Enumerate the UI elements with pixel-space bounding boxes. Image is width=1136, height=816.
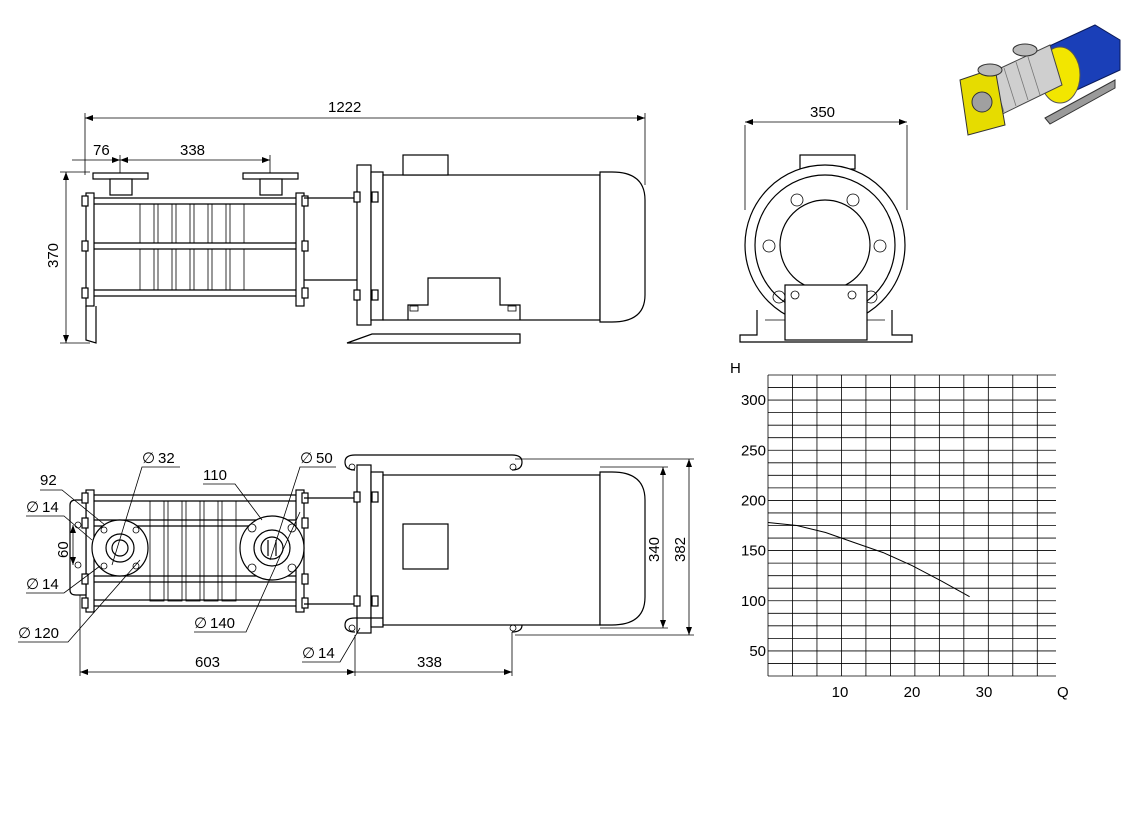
chart-series: [767, 522, 970, 598]
dim-front-width: 350: [810, 104, 835, 121]
dim-flange-dia-1: 120: [34, 625, 59, 642]
diameter-symbol-6: ∅: [194, 615, 207, 632]
dim-motor-base: 338: [417, 654, 442, 671]
chart-y-tick-label: 50: [749, 643, 766, 660]
chart-x-label: Q: [1057, 684, 1069, 701]
chart-y-tick-label: 250: [741, 442, 766, 459]
chart-y-label: H: [730, 360, 741, 377]
dim-bolt-hole-3: 14: [318, 645, 335, 662]
dim-bolt-hole-2: 14: [42, 576, 59, 593]
chart-x-tick-label: 30: [976, 684, 993, 701]
chart-y-tick-label: 150: [741, 543, 766, 560]
dim-flange-offset: 76: [93, 142, 110, 159]
diameter-symbol-7: ∅: [302, 645, 315, 662]
chart-y-tick-label: 100: [741, 593, 766, 610]
dim-hole-spacing: 92: [40, 472, 57, 489]
pump-performance-chart: H Q 10 20 30 50 100 150 200 250 300: [730, 360, 1069, 701]
front-view: 350: [739, 104, 913, 343]
pump-isometric-illustration: [959, 24, 1121, 136]
side-view: 1222 76 338 370: [45, 99, 646, 344]
diameter-symbol-2: ∅: [26, 576, 39, 593]
chart-x-tick-label: 20: [904, 684, 921, 701]
dim-port-dia-small: 32: [158, 450, 175, 467]
diameter-symbol-4: ∅: [142, 450, 155, 467]
dim-motor-outer-width: 382: [672, 537, 689, 562]
dim-port-offset: 110: [203, 467, 227, 484]
chart-y-tick-label: 200: [741, 492, 766, 509]
dim-center-height: 60: [55, 541, 72, 558]
dim-bolt-hole-1: 14: [42, 499, 59, 516]
dim-height: 370: [45, 243, 62, 268]
dim-motor-inner-width: 340: [646, 537, 663, 562]
chart-grid: [767, 374, 1056, 677]
diameter-symbol-5: ∅: [300, 450, 313, 467]
chart-ticks: 10 20 30 50 100 150 200 250 300: [741, 392, 992, 701]
chart-series-line: [767, 522, 970, 598]
dim-flange-spacing: 338: [180, 142, 205, 159]
dim-port-dia-large: 50: [316, 450, 333, 467]
top-view: [69, 454, 646, 634]
top-view-dimensions: 603 338 340 382 60 92 ∅ 14 ∅ 14 ∅ 120 ∅: [18, 450, 694, 676]
diameter-symbol-1: ∅: [26, 499, 39, 516]
dim-overall-length: 1222: [328, 99, 361, 116]
chart-x-tick-label: 10: [832, 684, 849, 701]
dim-base-length: 603: [195, 654, 220, 671]
diameter-symbol-3: ∅: [18, 625, 31, 642]
dim-flange-dia-2: 140: [210, 615, 235, 632]
chart-y-tick-label: 300: [741, 392, 766, 409]
